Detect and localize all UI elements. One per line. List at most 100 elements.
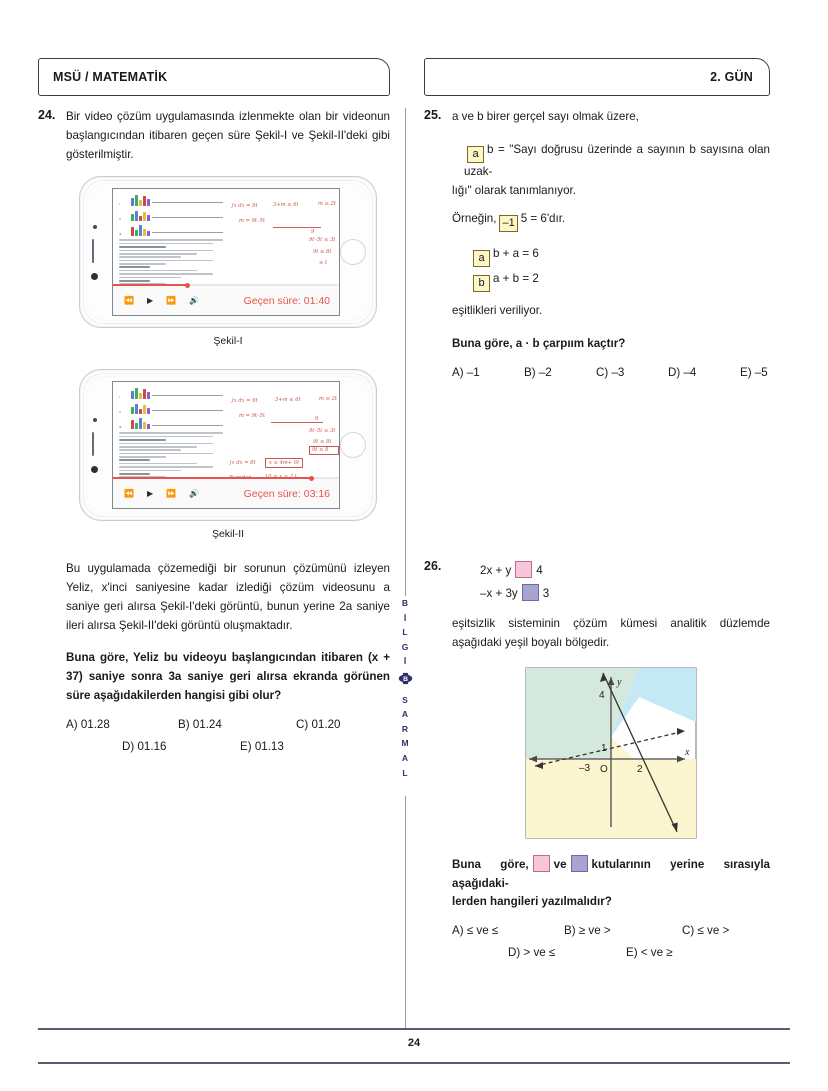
phone-screen: I. II.: [112, 381, 340, 510]
play-icon[interactable]: ▶: [146, 295, 154, 305]
brand-letter: İ: [403, 612, 407, 623]
exam-day-label: 2. GÜN: [710, 70, 753, 84]
prev-icon[interactable]: ⏪: [124, 295, 134, 305]
definition-text-1: b = "Sayı doğrusu üzerinde a sayının b s…: [464, 142, 770, 178]
option-c[interactable]: C) –3: [596, 365, 625, 379]
video-controls-bar: ⏪ ▶ ⏩ 🔊 Geçen süre: 03:16: [113, 475, 339, 509]
inequality-left: –x + 3y: [480, 587, 518, 601]
y-tick-label-4: 4: [599, 690, 605, 701]
phone-mockup: I. II.: [79, 176, 377, 329]
question-24: 24. Bir video çözüm uygulamasında izlenm…: [38, 108, 390, 753]
volume-icon[interactable]: 🔊: [189, 295, 200, 305]
option-c[interactable]: C) 01.20: [296, 717, 341, 731]
header-box-left: MSÜ / MATEMATİK: [38, 58, 390, 96]
option-b[interactable]: B) ≥ ve >: [564, 924, 611, 938]
figure-sekil-2: I. II.: [66, 369, 390, 540]
x-axis-label: x: [684, 747, 690, 758]
gutter-mask: [400, 596, 411, 796]
option-b[interactable]: B) 01.24: [178, 717, 222, 731]
option-d[interactable]: D) –4: [668, 365, 697, 379]
progress-track[interactable]: [113, 282, 339, 288]
column-divider: [405, 108, 406, 1028]
x-tick-label-2: 2: [637, 764, 643, 775]
operator-box-a: a: [467, 145, 484, 163]
brand-vertical-text: B İ L G İ B S A R M A L: [396, 596, 414, 780]
brand-letter: B: [401, 598, 409, 608]
question-number: 25.: [424, 108, 442, 122]
question-body: Bu uygulamada çözemediği bir sorunun çöz…: [66, 562, 390, 632]
home-button[interactable]: [340, 239, 366, 266]
play-icon[interactable]: ▶: [146, 488, 154, 498]
lecture-notes-thumbnail: I. II.: [119, 387, 223, 483]
progress-track[interactable]: [113, 475, 339, 481]
brand-letter: S: [402, 694, 408, 705]
answer-box-purple[interactable]: [521, 584, 539, 602]
option-d[interactable]: D) > ve ≤: [508, 946, 556, 960]
brand-letter: L: [402, 627, 408, 638]
progress-handle[interactable]: [309, 475, 315, 481]
answer-box-purple[interactable]: [570, 854, 588, 872]
question-intro: a ve b birer gerçel sayı olmak üzere,: [452, 110, 639, 123]
progress-fill: [113, 284, 188, 287]
y-tick-label-1: 1: [601, 743, 607, 754]
progress-handle[interactable]: [185, 282, 191, 288]
operator-box-a: a: [473, 250, 490, 268]
sensor-icon: [91, 273, 98, 281]
home-button[interactable]: [340, 432, 366, 459]
graph-figure: –3 O 2 1 4 y x: [452, 667, 770, 839]
equation-rest: b + a = 6: [493, 247, 539, 261]
option-e[interactable]: E) –5: [740, 365, 768, 379]
prompt-part-2: kutularının yerine sırasıyla aşağıdaki-: [452, 857, 770, 890]
next-icon[interactable]: ⏩: [166, 488, 177, 498]
prompt-mid: ve: [553, 857, 567, 871]
option-b[interactable]: B) –2: [524, 365, 552, 379]
option-a[interactable]: A) –1: [452, 365, 480, 379]
page-number: 24: [407, 1037, 421, 1049]
video-frame: I. II.: [113, 382, 339, 505]
prompt-part-3: lerden hangileri yazılmalıdır?: [452, 895, 612, 909]
figure-caption: Şekil-II: [211, 528, 245, 541]
answer-options: A) –1 B) –2 C) –3 D) –4 E) –5: [452, 366, 770, 379]
brand-letter: R: [401, 723, 409, 734]
option-e[interactable]: E) 01.13: [240, 739, 284, 753]
prompt-part-1: Buna göre,: [452, 857, 529, 871]
inequality-right: 3: [542, 587, 550, 601]
question-25: 25. a ve b birer gerçel sayı olmak üzere…: [424, 108, 770, 379]
sensor-icon: [91, 466, 98, 474]
answer-box-pink[interactable]: [532, 854, 550, 872]
solid-boundary-line: [602, 672, 678, 833]
speaker-icon: [91, 432, 94, 457]
header-box-right: 2. GÜN: [424, 58, 770, 96]
brand-letter: G: [401, 641, 409, 652]
answer-box-pink[interactable]: [515, 560, 533, 578]
brand-letter: İ: [403, 656, 407, 667]
camera-icon: [93, 418, 97, 423]
operator-box-b: b: [473, 275, 490, 293]
phone-screen: I. II.: [112, 188, 340, 317]
brand-letter: A: [401, 753, 409, 764]
speaker-icon: [91, 239, 94, 264]
option-a[interactable]: A) ≤ ve ≤: [452, 924, 499, 938]
option-c[interactable]: C) ≤ ve >: [682, 924, 730, 938]
svg-text:B: B: [403, 676, 408, 683]
brand-letter: A: [401, 709, 409, 720]
page-header: MSÜ / MATEMATİK 2. GÜN: [0, 58, 828, 100]
prev-icon[interactable]: ⏪: [124, 488, 134, 498]
origin-label: O: [600, 764, 608, 775]
next-icon[interactable]: ⏩: [166, 295, 177, 305]
volume-icon[interactable]: 🔊: [189, 488, 200, 498]
option-d[interactable]: D) 01.16: [122, 739, 167, 753]
brand-letter: L: [402, 767, 408, 778]
option-a[interactable]: A) 01.28: [66, 717, 110, 731]
example-suffix: 5 = 6'dır.: [520, 212, 566, 226]
option-e[interactable]: E) < ve ≥: [626, 946, 673, 960]
camera-icon: [93, 225, 97, 230]
question-body: eşitsizlik sisteminin çözüm kümesi anali…: [452, 617, 770, 650]
exam-title: MSÜ / MATEMATİK: [53, 70, 168, 84]
